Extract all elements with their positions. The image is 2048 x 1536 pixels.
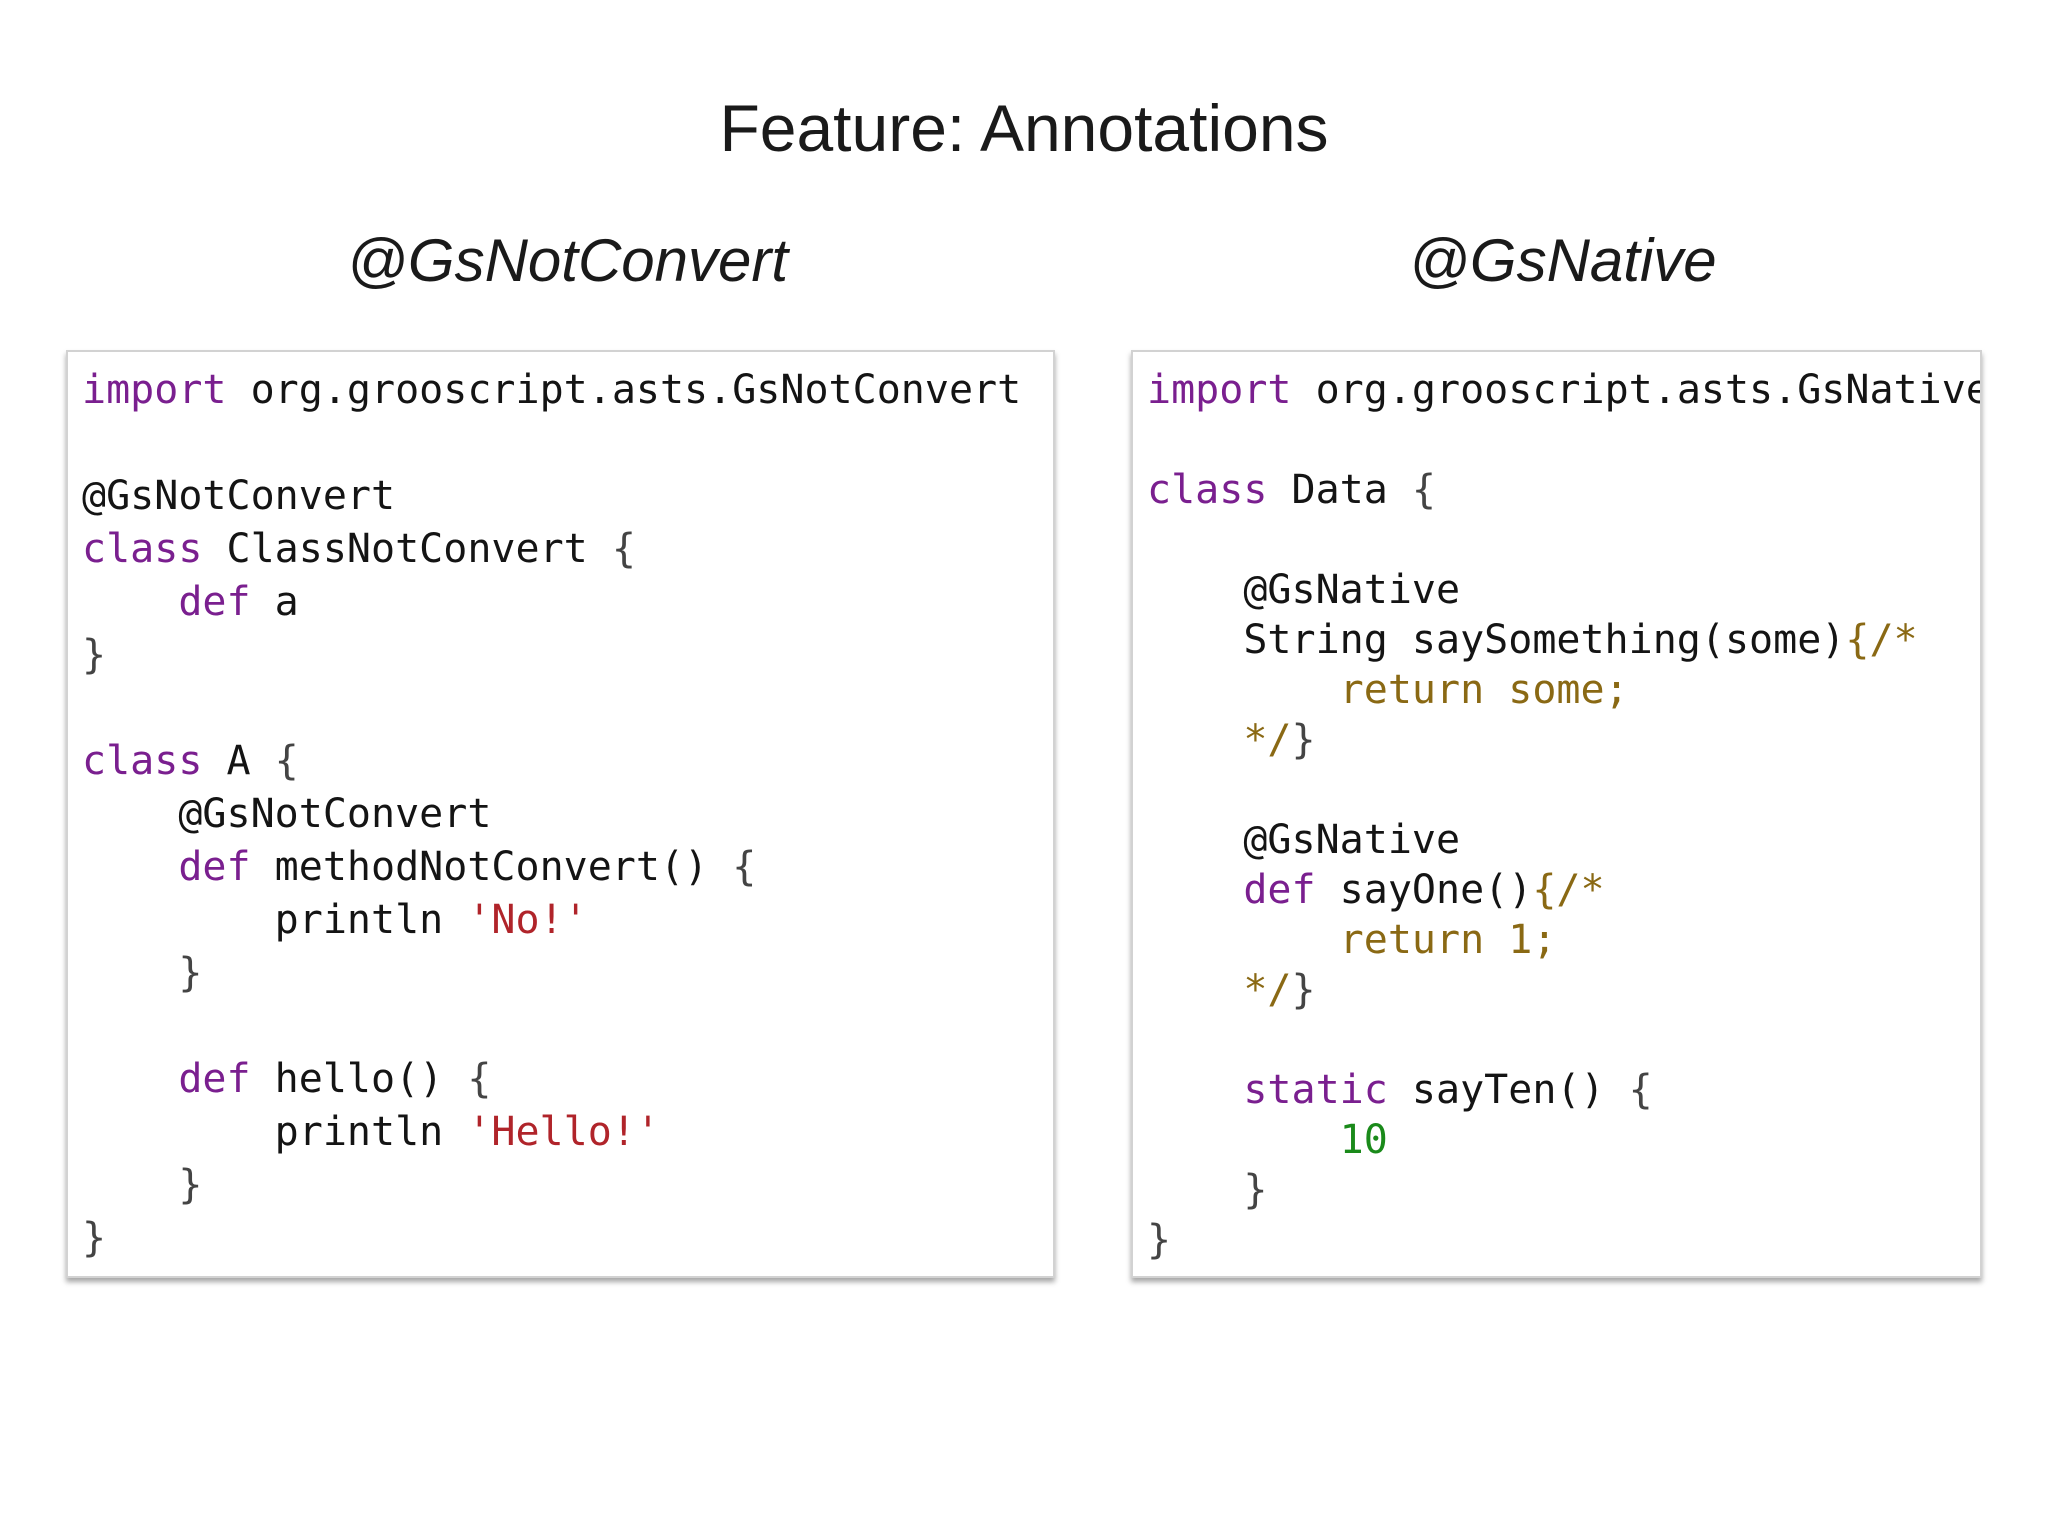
code-token [82, 1056, 178, 1102]
code-line: println 'Hello!' [82, 1106, 660, 1158]
code-token: } [1291, 967, 1316, 1013]
code-token: org.grooscript.asts.GsNotConvert [226, 367, 1022, 413]
code-line: } [1147, 1214, 1171, 1266]
code-token: sayTen() [1387, 1067, 1629, 1113]
code-token: A [202, 738, 275, 784]
code-token: 10 [1339, 1117, 1388, 1163]
heading-gsnotconvert: @GsNotConvert [347, 227, 789, 294]
code-token: { [1628, 1067, 1653, 1113]
code-line: return 1; [1147, 914, 1557, 966]
code-token: @GsNotConvert [82, 791, 492, 837]
code-token [82, 844, 178, 890]
code-line: } [82, 629, 106, 681]
code-line: @GsNotConvert [82, 470, 395, 522]
code-token: class [1147, 467, 1268, 513]
code-token: } [1291, 717, 1316, 763]
code-panel-gsnotconvert: import org.grooscript.asts.GsNotConvert @… [66, 350, 1055, 1278]
code-line: } [1147, 1164, 1267, 1216]
code-token: class [82, 738, 203, 784]
code-line: println 'No!' [82, 894, 588, 946]
code-line: def sayOne(){/* [1147, 864, 1605, 916]
code-line: static sayTen() { [1147, 1064, 1653, 1116]
slide-title: Feature: Annotations [719, 91, 1329, 165]
code-token: ClassNotConvert [202, 526, 612, 572]
code-line: } [82, 1212, 106, 1264]
code-token: {/* [1532, 867, 1605, 913]
code-line: def methodNotConvert() { [82, 841, 756, 893]
code-token [1147, 1117, 1340, 1163]
code-line: 10 [1147, 1114, 1388, 1166]
code-token: return some; [1147, 667, 1629, 713]
code-token: def [178, 844, 251, 890]
code-token: println [82, 897, 468, 943]
code-line: @GsNotConvert [82, 788, 491, 840]
code-token: import [1147, 367, 1292, 413]
code-token: println [82, 1109, 468, 1155]
code-token: } [1147, 1217, 1172, 1263]
code-token [1147, 1067, 1243, 1113]
code-line: import org.grooscript.asts.GsNotConvert [82, 364, 1021, 416]
code-token: return 1; [1147, 917, 1557, 963]
code-token: hello() [250, 1056, 468, 1102]
code-line: def a [82, 576, 299, 628]
code-token: { [467, 1056, 492, 1102]
code-token: } [82, 950, 203, 996]
code-token: methodNotConvert() [250, 844, 733, 890]
code-token: @GsNative [1147, 567, 1461, 613]
code-line: return some; [1147, 664, 1629, 716]
code-token: } [82, 1162, 203, 1208]
code-line: import org.grooscript.asts.GsNative [1147, 364, 1982, 416]
code-token: } [1147, 1167, 1268, 1213]
code-token: @GsNotConvert [82, 473, 396, 519]
code-token: def [1243, 867, 1316, 913]
code-token: static [1243, 1067, 1388, 1113]
code-line: @GsNative [1147, 564, 1460, 616]
heading-gsnative: @GsNative [1409, 227, 1717, 294]
code-token: Data [1267, 467, 1412, 513]
code-line: class ClassNotConvert { [82, 523, 636, 575]
code-token: } [82, 632, 107, 678]
code-token: 'Hello!' [467, 1109, 660, 1155]
code-line: String saySomething(some){/* [1147, 614, 1918, 666]
code-line: class A { [82, 735, 299, 787]
code-line: def hello() { [82, 1053, 491, 1105]
code-token: import [82, 367, 227, 413]
code-line: */} [1147, 714, 1316, 766]
code-line: */} [1147, 964, 1316, 1016]
code-token: a [250, 579, 299, 625]
code-token: */ [1147, 717, 1292, 763]
code-line: class Data { [1147, 464, 1436, 516]
code-token: class [82, 526, 203, 572]
code-line: } [82, 1159, 202, 1211]
code-token: def [178, 579, 251, 625]
code-token: { [732, 844, 757, 890]
code-line: } [82, 947, 202, 999]
code-token: { [1411, 467, 1437, 513]
code-token [82, 579, 178, 625]
code-token: { [274, 738, 299, 784]
code-panel-gsnative: import org.grooscript.asts.GsNative class… [1131, 350, 1982, 1278]
code-token: sayOne() [1315, 867, 1533, 913]
code-token: 'No!' [467, 897, 588, 943]
code-token: @GsNative [1147, 817, 1461, 863]
code-token: */ [1147, 967, 1292, 1013]
code-line: @GsNative [1147, 814, 1460, 866]
code-token [1147, 867, 1243, 913]
code-token: def [178, 1056, 251, 1102]
code-token: { [611, 526, 636, 572]
code-token: String saySomething(some) [1147, 617, 1846, 663]
code-token: {/* [1845, 617, 1918, 663]
code-token: } [82, 1215, 107, 1261]
code-token: org.grooscript.asts.GsNative [1291, 367, 1982, 413]
